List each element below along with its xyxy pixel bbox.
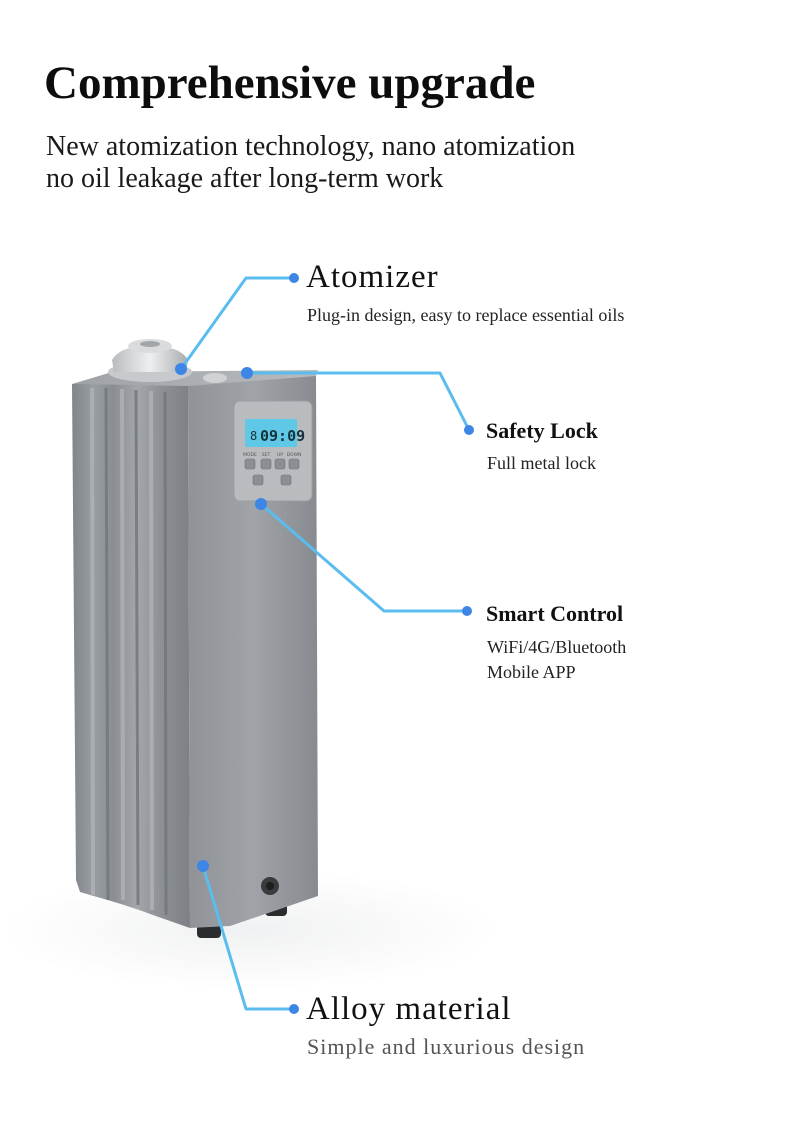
alloy-callout-line [201, 864, 296, 1011]
extra-button[interactable] [252, 474, 264, 486]
subtitle-line-1: New atomization technology, nano atomiza… [46, 131, 576, 162]
flute-grooves [104, 387, 168, 916]
atomizer-callout-dot [289, 273, 299, 283]
safety-lock-callout-line [245, 371, 471, 432]
flute-highlights [90, 387, 154, 911]
lcd-screen [245, 419, 297, 447]
atomizer-nozzle [140, 341, 160, 347]
alloy-callout-dot [289, 1004, 299, 1014]
atomizer-body [112, 346, 188, 372]
smart-control-title: Smart Control [486, 601, 624, 626]
lcd-prefix: 8 [250, 429, 257, 443]
panel-label-down: DOWN [287, 452, 302, 458]
page-title: Comprehensive upgrade [44, 57, 536, 109]
down-button[interactable] [288, 458, 300, 470]
set-button[interactable] [260, 458, 272, 470]
power-port-hole [266, 882, 274, 890]
extra-button[interactable] [280, 474, 292, 486]
smart-control-description-line-1: WiFi/4G/Bluetooth [487, 637, 627, 657]
panel-label-set: SET [262, 452, 271, 458]
smart-control-callout-dot [462, 606, 472, 616]
smart-control-callout-line [259, 502, 469, 613]
safety-lock-callout-dot [464, 425, 474, 435]
smart-control-anchor-dot [255, 498, 267, 510]
alloy-anchor-dot [197, 860, 209, 872]
device-fluted-side [72, 384, 190, 928]
alloy-material-title: Alloy material [306, 991, 512, 1027]
device-front-face [188, 374, 318, 928]
smart-control-description-line-2: Mobile APP [487, 662, 576, 682]
atomizer-anchor-dot [175, 363, 187, 375]
lcd-time: 09:09 [260, 427, 305, 445]
atomizer-callout-line [179, 276, 296, 371]
control-panel [233, 400, 313, 502]
alloy-material-description: Simple and luxurious design [307, 1034, 586, 1059]
safety-lock-anchor-dot [241, 367, 253, 379]
subtitle-line-2: no oil leakage after long-term work [46, 163, 444, 194]
mode-button[interactable] [244, 458, 256, 470]
atomizer-description: Plug-in design, easy to replace essentia… [307, 305, 625, 325]
panel-label-mode: MODE [243, 452, 257, 458]
safety-lock-knob [203, 373, 227, 383]
panel-label-up: UP [277, 452, 283, 458]
atomizer-title: Atomizer [306, 259, 439, 295]
safety-lock-title: Safety Lock [486, 418, 598, 443]
safety-lock-description: Full metal lock [487, 453, 596, 473]
up-button[interactable] [274, 458, 286, 470]
